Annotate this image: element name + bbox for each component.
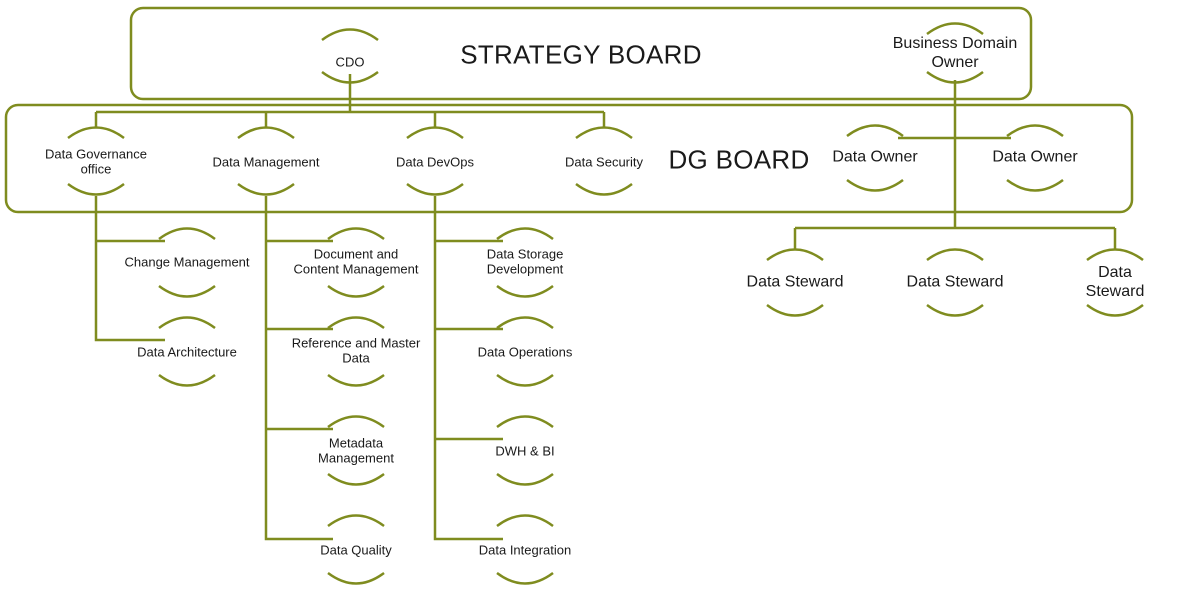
dwh-bi-node: DWH & BI <box>495 443 555 459</box>
data-governance-office-arc-top <box>67 126 125 140</box>
data-owner-1-arc-top <box>846 124 904 138</box>
data-security-node: Data Security <box>564 154 644 170</box>
data-architecture-arc-bottom <box>158 373 216 387</box>
dwh-bi-arc-top <box>496 415 554 429</box>
data-steward-1-arc-top <box>766 248 824 262</box>
data-steward-node-2: Data Steward <box>906 273 1004 291</box>
reference-master-data-node: Reference and Master Data <box>291 335 421 366</box>
metadata-management-arc-bottom <box>327 472 385 486</box>
data-management-node: Data Management <box>212 154 320 170</box>
data-owner-2-arc-top <box>1006 124 1064 138</box>
data-storage-development-arc-top <box>496 227 554 241</box>
data-owner-1-arc-bottom <box>846 178 904 192</box>
devops-branch <box>433 196 503 541</box>
data-integration-arc-top <box>496 514 554 528</box>
cdo-arc-top <box>321 28 379 42</box>
data-governance-office-arc-bottom <box>67 182 125 196</box>
data-quality-arc-bottom <box>327 571 385 585</box>
data-steward-node-3: Data Steward <box>1085 264 1145 300</box>
data-steward-2-arc-top <box>926 248 984 262</box>
data-governance-office-node: Data Governance office <box>45 146 147 177</box>
data-security-arc-top <box>575 126 633 140</box>
data-owner-node-1: Data Owner <box>832 148 918 166</box>
management-branch <box>264 196 333 541</box>
document-content-management-arc-top <box>327 227 385 241</box>
data-management-arc-top <box>237 126 295 140</box>
data-management-arc-bottom <box>237 182 295 196</box>
metadata-management-arc-top <box>327 415 385 429</box>
data-steward-3-arc-top <box>1086 248 1144 262</box>
data-devops-node: Data DevOps <box>395 154 475 170</box>
business-domain-owner-arc-top <box>926 22 984 36</box>
change-management-arc-bottom <box>158 284 216 298</box>
data-storage-development-arc-bottom <box>496 284 554 298</box>
business-domain-owner-node: Business Domain Owner <box>892 35 1018 71</box>
data-architecture-arc-top <box>158 316 216 330</box>
metadata-management-node: Metadata Management <box>318 435 394 466</box>
data-steward-node-1: Data Steward <box>746 273 844 291</box>
document-content-management-node: Document and Content Management <box>293 246 419 277</box>
data-security-arc-bottom <box>575 182 633 196</box>
data-operations-node: Data Operations <box>477 344 573 360</box>
dg-board-title: DG BOARD <box>668 144 810 175</box>
change-management-node: Change Management <box>124 254 250 270</box>
cdo-arc-bottom <box>321 70 379 84</box>
data-steward-2-arc-bottom <box>926 303 984 317</box>
data-operations-arc-top <box>496 316 554 330</box>
data-owner-node-2: Data Owner <box>992 148 1078 166</box>
data-integration-arc-bottom <box>496 571 554 585</box>
data-storage-development-node: Data Storage Development <box>486 246 564 277</box>
data-devops-arc-top <box>406 126 464 140</box>
business-domain-owner-arc-bottom <box>926 70 984 84</box>
strategy-board-frame <box>129 6 1033 101</box>
strategy-board-title: STRATEGY BOARD <box>460 39 702 70</box>
data-integration-node: Data Integration <box>478 542 572 558</box>
data-steward-3-arc-bottom <box>1086 303 1144 317</box>
data-architecture-node: Data Architecture <box>137 344 237 360</box>
dwh-bi-arc-bottom <box>496 472 554 486</box>
data-owner-2-arc-bottom <box>1006 178 1064 192</box>
change-management-arc-top <box>158 227 216 241</box>
data-operations-arc-bottom <box>496 373 554 387</box>
data-devops-arc-bottom <box>406 182 464 196</box>
data-quality-node: Data Quality <box>320 542 392 558</box>
data-quality-arc-top <box>327 514 385 528</box>
data-steward-1-arc-bottom <box>766 303 824 317</box>
reference-master-data-arc-top <box>327 316 385 330</box>
document-content-management-arc-bottom <box>327 284 385 298</box>
governance-branch <box>94 196 165 342</box>
cdo-node: CDO <box>335 54 365 70</box>
reference-master-data-arc-bottom <box>327 373 385 387</box>
dg-board-frame <box>4 103 1134 214</box>
